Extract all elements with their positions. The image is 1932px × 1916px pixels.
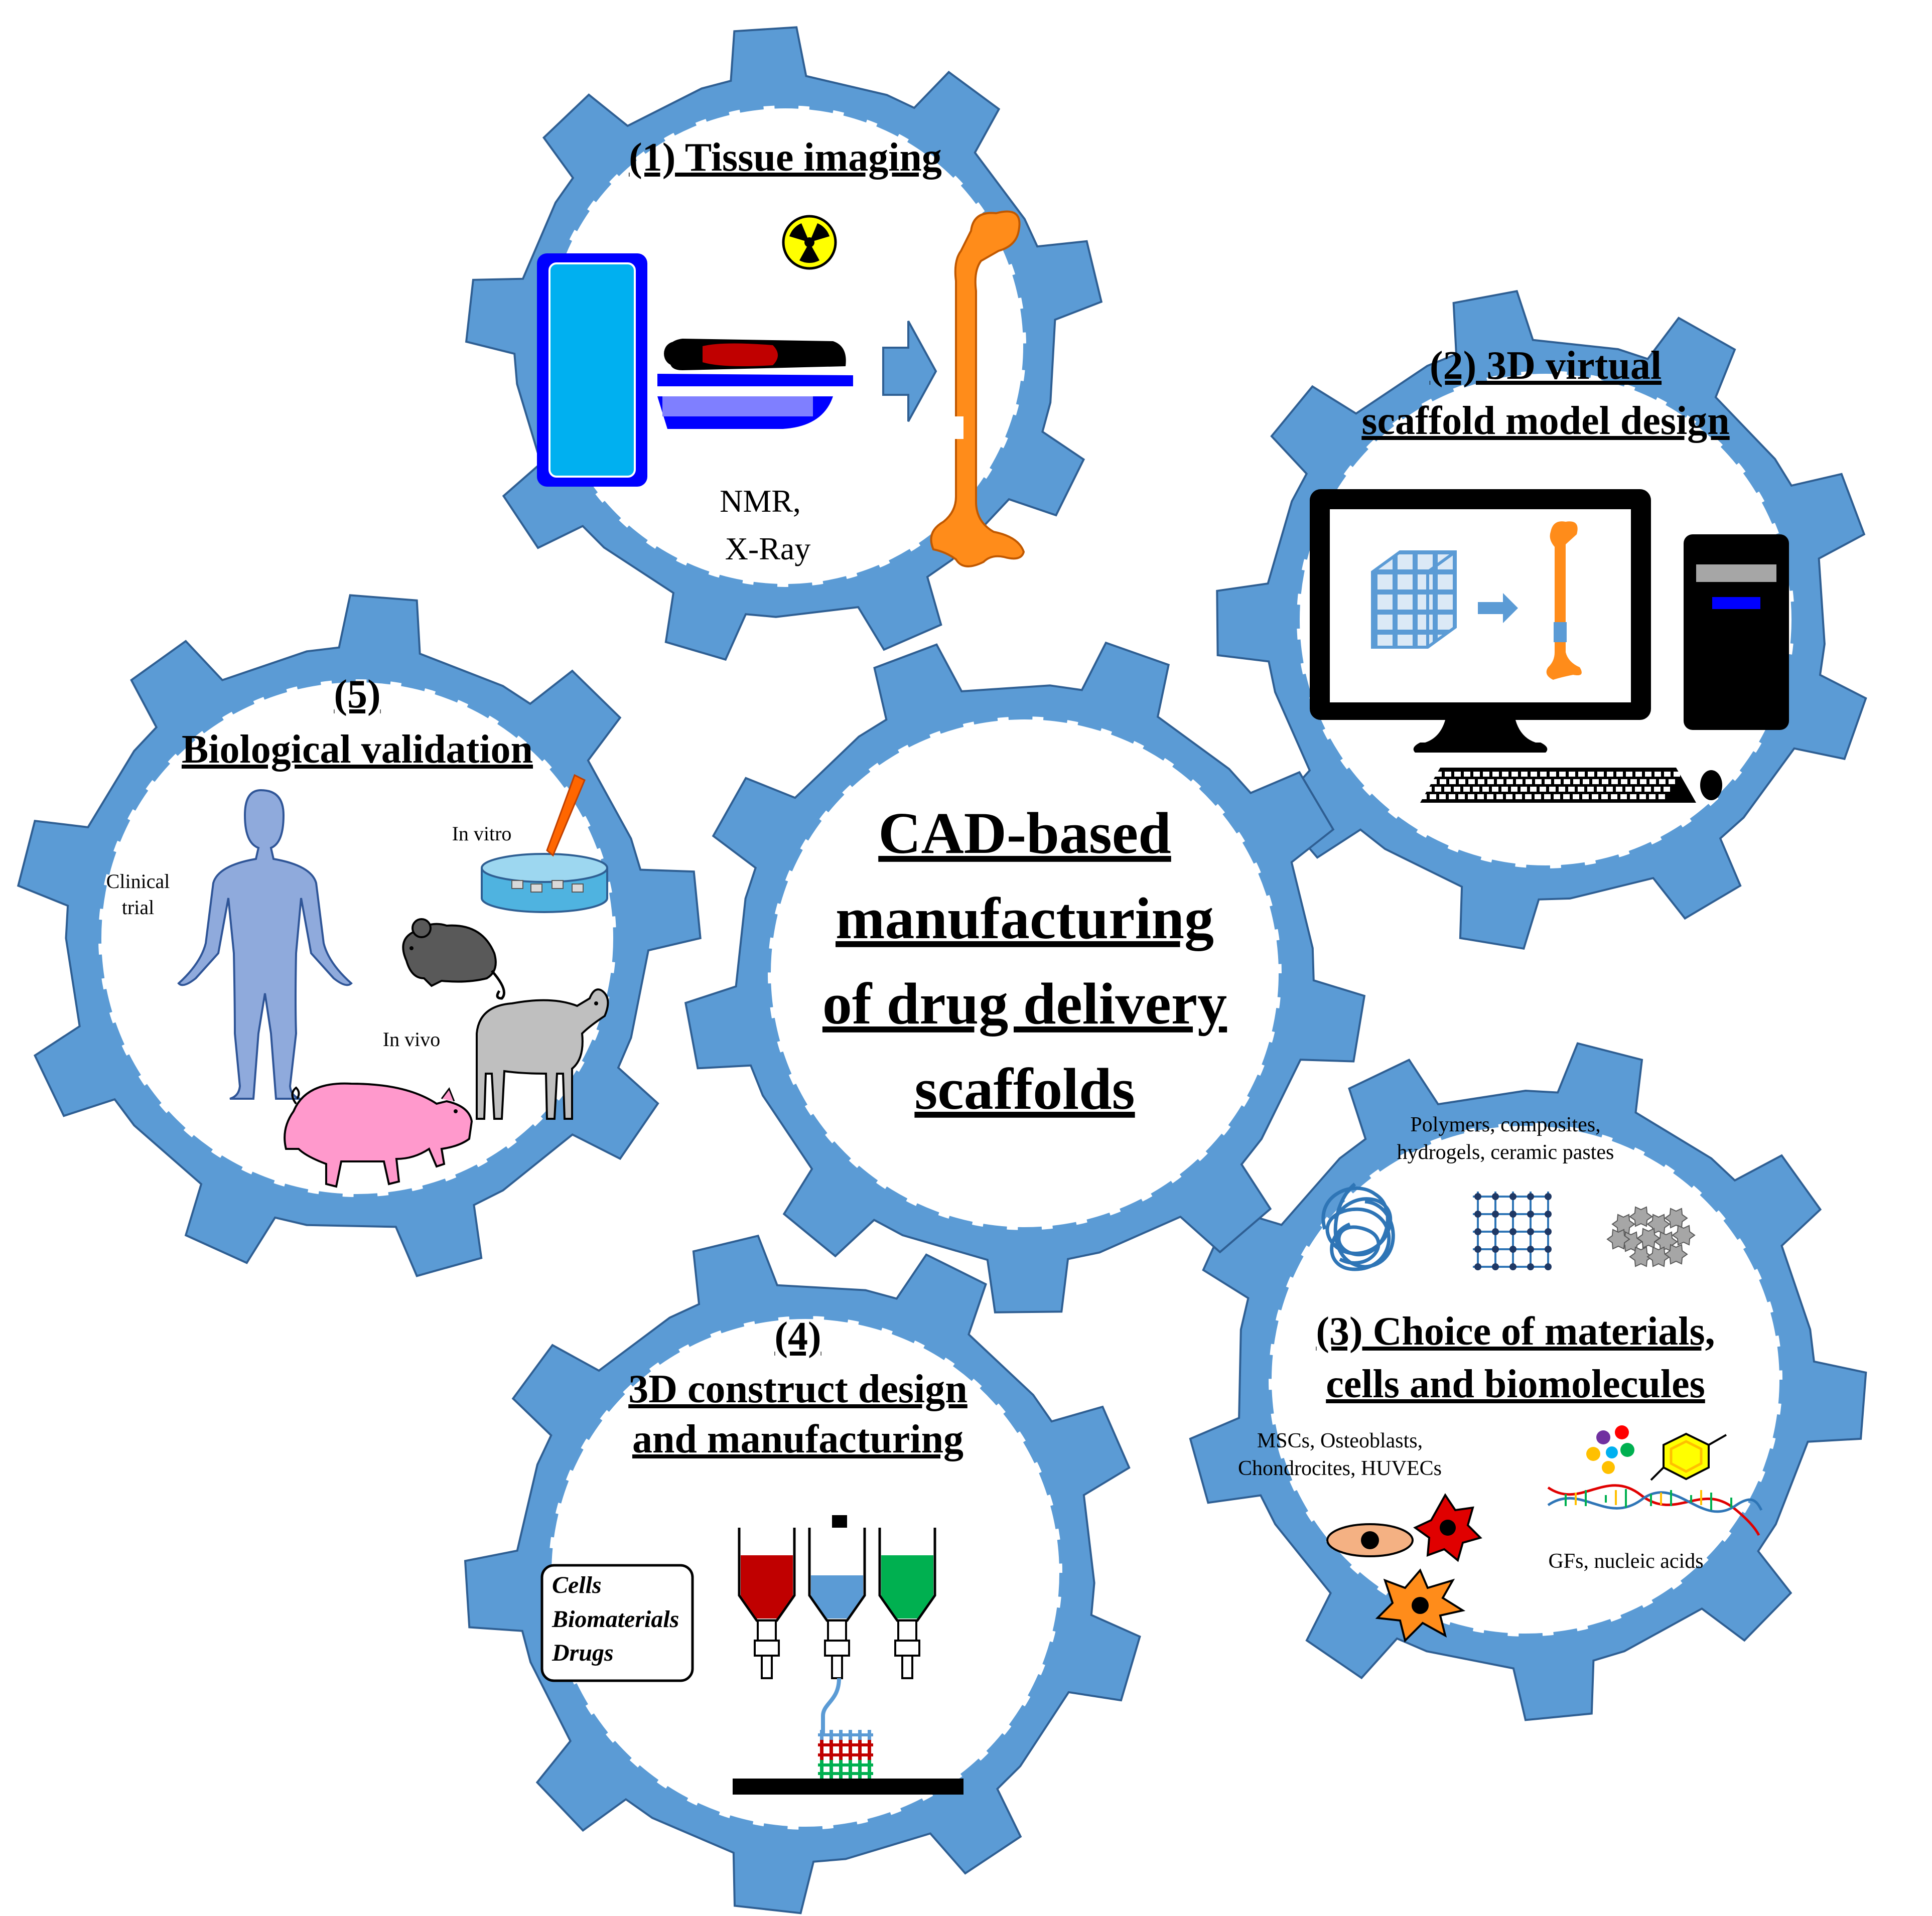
step3-title-line2: cells and biomolecules bbox=[1326, 1362, 1705, 1406]
step-biological-validation: (5) Biological validation Clinical trial… bbox=[106, 672, 609, 1188]
step4-title-line3: and manufacturing bbox=[632, 1417, 963, 1461]
arrow-right-icon bbox=[882, 321, 937, 422]
mouse-animal-icon bbox=[402, 918, 505, 1000]
femur-bone-icon bbox=[930, 210, 1025, 567]
cell-icon bbox=[1375, 1568, 1466, 1643]
gear-center bbox=[684, 641, 1366, 1313]
hydrogel-network-icon bbox=[1473, 1192, 1552, 1270]
mouse-icon bbox=[1700, 770, 1722, 800]
femur-bone-icon bbox=[1546, 521, 1582, 680]
center-title-line1: CAD-based bbox=[878, 800, 1171, 866]
step1-caption-line2: X-Ray bbox=[725, 531, 811, 566]
step-construct-manufacturing: (4) 3D construct design and manufacturin… bbox=[540, 1314, 968, 1795]
step-virtual-model-design: (2) 3D virtual scaffold model design bbox=[1310, 344, 1789, 803]
bioprinter-syringe-icon bbox=[738, 1528, 796, 1679]
clinical-label-line2: trial bbox=[122, 896, 154, 919]
step-choice-of-materials: Polymers, composites, hydrogels, ceramic… bbox=[1238, 1113, 1763, 1643]
center-title-line2: manufacturing bbox=[836, 886, 1214, 951]
scaffold-lattice-icon bbox=[1371, 550, 1457, 649]
cells-line1: MSCs, Osteoblasts, bbox=[1257, 1429, 1423, 1452]
ceramic-particles-icon bbox=[1606, 1206, 1696, 1267]
cell-icon bbox=[1413, 1493, 1482, 1562]
monitor-icon bbox=[1310, 489, 1651, 753]
radiation-icon bbox=[782, 215, 837, 270]
center-title-line3: of drug delivery bbox=[822, 971, 1227, 1037]
step2-title-line2: scaffold model design bbox=[1361, 399, 1729, 443]
material-legend: Cells Biomaterials Drugs bbox=[540, 1564, 694, 1682]
arrow-right-icon bbox=[1478, 593, 1518, 623]
dna-icon bbox=[1547, 1484, 1763, 1536]
petri-dish-icon bbox=[481, 774, 608, 913]
polymer-tangle-icon bbox=[1321, 1183, 1395, 1271]
materials-line2: hydrogels, ceramic pastes bbox=[1397, 1141, 1614, 1164]
legend-cells: Cells bbox=[552, 1572, 602, 1598]
cells-line2: Chondrocites, HUVECs bbox=[1238, 1457, 1442, 1480]
cell-icon bbox=[1326, 1523, 1414, 1557]
in-vivo-label: In vivo bbox=[383, 1028, 440, 1051]
bioprinter-syringe-icon bbox=[808, 1528, 866, 1679]
step3-title-line1: (3) Choice of materials, bbox=[1316, 1309, 1715, 1354]
gear-manufacturing bbox=[464, 1234, 1141, 1914]
print-bed bbox=[733, 1779, 963, 1795]
keyboard-icon bbox=[1420, 768, 1696, 803]
legend-biomaterials: Biomaterials bbox=[551, 1606, 679, 1633]
clinical-label-line1: Clinical bbox=[106, 870, 170, 893]
legend-drugs: Drugs bbox=[551, 1640, 614, 1666]
step4-title-line1: (4) bbox=[774, 1314, 821, 1359]
in-vitro-label: In vitro bbox=[452, 822, 512, 845]
mri-scanner-icon bbox=[537, 253, 853, 487]
printed-construct-icon bbox=[818, 1730, 873, 1779]
sheep-icon bbox=[475, 988, 609, 1120]
step2-title-line1: (2) 3D virtual bbox=[1430, 344, 1662, 388]
step1-caption-line1: NMR, bbox=[720, 483, 801, 519]
molecule-icon bbox=[1586, 1425, 1727, 1481]
human-figure-icon bbox=[177, 789, 353, 1100]
step4-title-line2: 3D construct design bbox=[628, 1367, 968, 1411]
biomolecules-label: GFs, nucleic acids bbox=[1548, 1550, 1703, 1573]
materials-line1: Polymers, composites, bbox=[1410, 1113, 1600, 1136]
step5-title-line2: Biological validation bbox=[182, 727, 533, 772]
step-tissue-imaging: (1) Tissue imaging NMR, X-Ray bbox=[537, 135, 1025, 567]
pig-icon bbox=[284, 1082, 473, 1188]
bioprinter-syringe-icon bbox=[878, 1528, 936, 1679]
step1-title: (1) Tissue imaging bbox=[629, 135, 942, 180]
center-title: CAD-based manufacturing of drug delivery… bbox=[822, 800, 1227, 1122]
computer-tower-icon bbox=[1684, 534, 1789, 730]
step5-title-line1: (5) bbox=[334, 672, 380, 716]
center-title-line4: scaffolds bbox=[914, 1056, 1135, 1122]
